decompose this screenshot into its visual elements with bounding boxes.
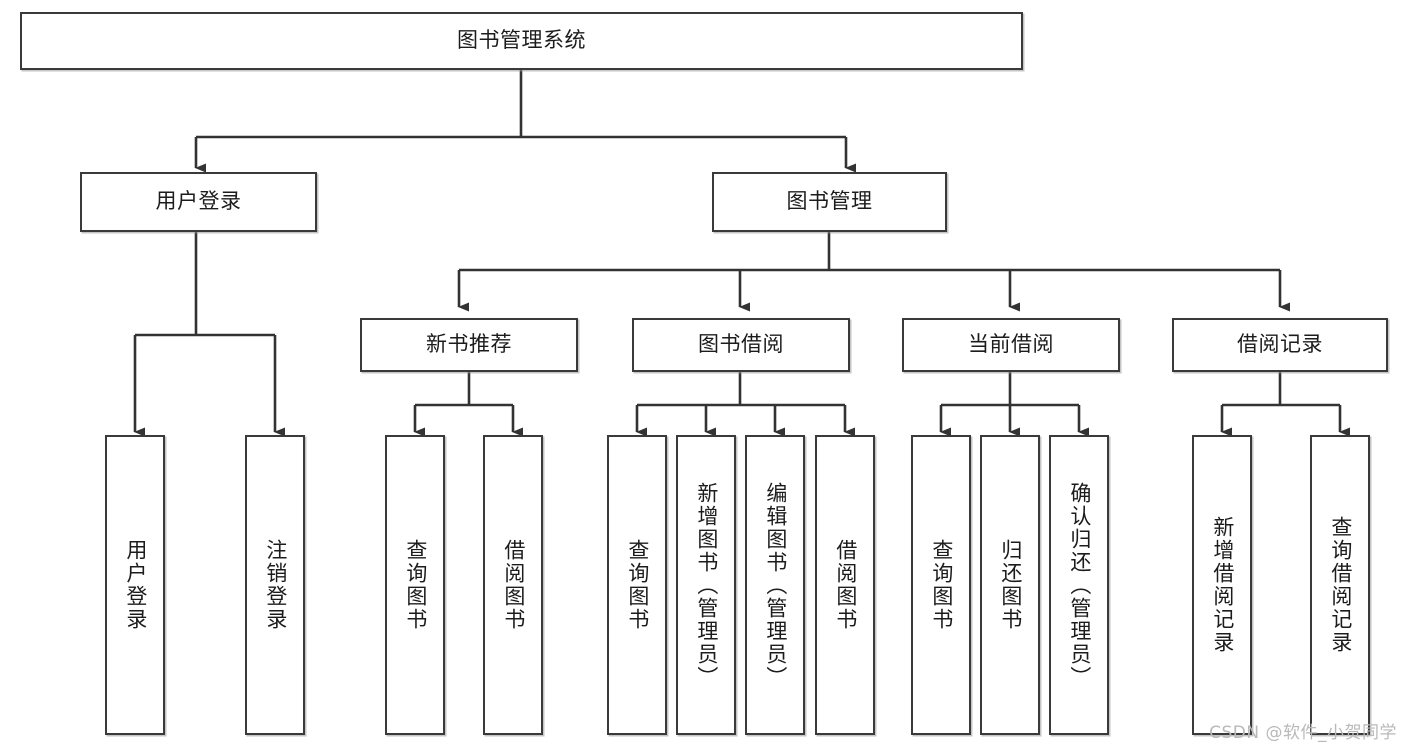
node-label: 借阅记录 — [1237, 332, 1323, 357]
leaf-add-borrow-record[interactable]: 新增借阅记录 — [1192, 435, 1252, 735]
node-label: 新增图书（管理员） — [694, 481, 719, 689]
leaf-borrow-book-recommend[interactable]: 借阅图书 — [483, 435, 543, 735]
node-label: 新增借阅记录 — [1210, 516, 1235, 654]
leaf-user-login[interactable]: 用户登录 — [105, 435, 165, 735]
node-book-borrow[interactable]: 图书借阅 — [632, 318, 850, 372]
node-label: 当前借阅 — [968, 332, 1054, 357]
node-book-management[interactable]: 图书管理 — [712, 172, 947, 232]
leaf-query-book-current[interactable]: 查询图书 — [911, 435, 971, 735]
node-label: 查询图书 — [403, 539, 428, 631]
leaf-query-book-recommend[interactable]: 查询图书 — [385, 435, 445, 735]
leaf-logout[interactable]: 注销登录 — [245, 435, 305, 735]
node-current-borrow[interactable]: 当前借阅 — [902, 318, 1120, 372]
node-label: 图书管理系统 — [457, 28, 586, 53]
node-user-login[interactable]: 用户登录 — [80, 172, 317, 232]
node-label: 注销登录 — [263, 539, 288, 631]
leaf-query-borrow-record[interactable]: 查询借阅记录 — [1310, 435, 1370, 735]
node-label: 确认归还（管理员） — [1067, 481, 1092, 689]
node-label: 新书推荐 — [426, 332, 512, 357]
node-label: 查询图书 — [625, 539, 650, 631]
leaf-return-book[interactable]: 归还图书 — [980, 435, 1040, 735]
node-label: 借阅图书 — [833, 539, 858, 631]
node-label: 用户登录 — [123, 539, 148, 631]
node-label: 查询借阅记录 — [1328, 516, 1353, 654]
leaf-confirm-return-admin[interactable]: 确认归还（管理员） — [1049, 435, 1109, 735]
node-label: 图书管理 — [786, 189, 873, 214]
leaf-borrow-book[interactable]: 借阅图书 — [815, 435, 875, 735]
leaf-edit-book-admin[interactable]: 编辑图书（管理员） — [745, 435, 805, 735]
node-label: 归还图书 — [998, 539, 1023, 631]
node-borrow-record[interactable]: 借阅记录 — [1172, 318, 1388, 372]
leaf-query-book[interactable]: 查询图书 — [607, 435, 667, 735]
node-new-book-recommend[interactable]: 新书推荐 — [360, 318, 578, 372]
node-label: 查询图书 — [929, 539, 954, 631]
node-label: 借阅图书 — [501, 539, 526, 631]
node-label: 编辑图书（管理员） — [763, 481, 788, 689]
node-label: 用户登录 — [155, 189, 242, 214]
leaf-add-book-admin[interactable]: 新增图书（管理员） — [676, 435, 736, 735]
node-label: 图书借阅 — [698, 332, 784, 357]
node-root-system[interactable]: 图书管理系统 — [20, 12, 1023, 70]
